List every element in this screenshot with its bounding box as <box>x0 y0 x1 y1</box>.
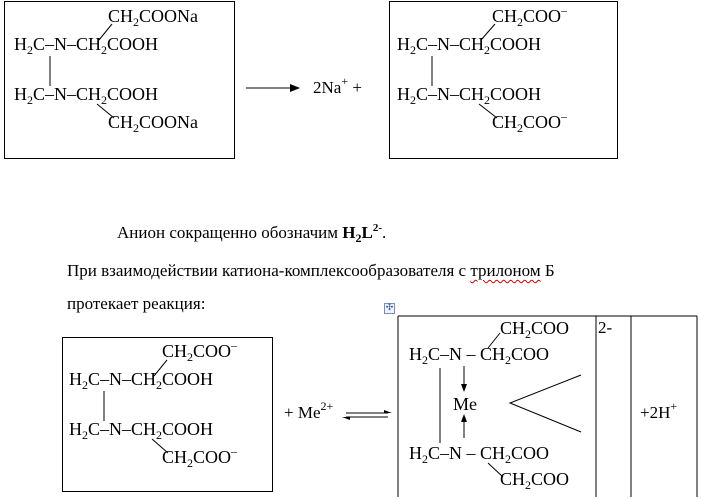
complex-bond-bottom <box>487 462 504 478</box>
r2-left-bond-top <box>153 359 168 377</box>
paragraph-reaction-proceeds: протекает реакция: <box>67 294 206 313</box>
paragraph-interaction: При взаимодействии катиона-комплексообра… <box>67 261 555 280</box>
r1-left-bond-top <box>98 23 113 41</box>
reaction2-reactant-box <box>62 337 273 492</box>
complex-group-bottom: CH2COO <box>500 469 570 492</box>
complex-row2: H2C–N – CH2COO <box>409 443 550 466</box>
reaction1-reactant-box <box>4 1 235 159</box>
reaction1-product-box <box>389 1 618 159</box>
reaction1-left-row2: H2C–N–CH2COOH <box>14 84 159 107</box>
reaction1-products-sodium: 2Na+ + <box>313 74 362 97</box>
reaction2-left-group-top: CH2COO– <box>162 338 238 364</box>
reaction1-right-row1: H2C–N–CH2COOH <box>397 34 542 57</box>
reaction1-right-row2: H2C–N–CH2COOH <box>397 84 542 107</box>
reaction1-right-group-top: CH2COO– <box>492 3 568 29</box>
reaction1-left-row1: H2C–N–CH2COOH <box>14 34 159 57</box>
complex-bond-top <box>487 332 501 349</box>
reaction2-left-group-bottom: CH2COO– <box>162 444 238 470</box>
equilibrium-arrow-head-right <box>384 410 392 413</box>
complex-metal-center: Me <box>453 394 477 414</box>
complex-group-top: CH2COO <box>500 318 570 341</box>
r1-right-bond-bottom <box>478 103 498 119</box>
r1-left-bond-bottom <box>96 103 115 119</box>
reaction2-left-row1: H2C–N–CH2COOH <box>69 369 214 392</box>
equilibrium-arrow-head-left <box>342 417 350 420</box>
reaction2-reagent-metal-ion: + Me2+ <box>284 399 334 422</box>
complex-coordination-arrowhead-top <box>461 384 467 392</box>
spellcheck-underlined-word: трилоном <box>470 261 541 280</box>
reaction1-right-group-bottom: CH2COO– <box>492 109 568 135</box>
complex-coordination-arrowhead-bottom <box>461 414 467 422</box>
reaction2-product-protons: +2H+ <box>640 399 678 422</box>
reaction1-arrow-head <box>290 84 300 92</box>
complex-coordination-wedge <box>508 374 582 433</box>
paragraph-anion-notation: Анион сокращенно обозначим H2L2-. <box>117 222 387 245</box>
reaction2-left-row2: H2C–N–CH2COOH <box>69 419 214 442</box>
reaction1-left-group-top: CH2COONa <box>108 6 199 29</box>
reaction1-left-group-bottom: CH2COONa <box>108 112 199 135</box>
complex-charge: 2- <box>598 318 613 337</box>
complex-row1: H2C–N – CH2COO <box>409 344 550 367</box>
move-handle-icon[interactable]: ✣ <box>384 303 395 314</box>
r2-left-bond-bottom <box>151 438 169 454</box>
r1-right-bond-top <box>480 23 496 41</box>
